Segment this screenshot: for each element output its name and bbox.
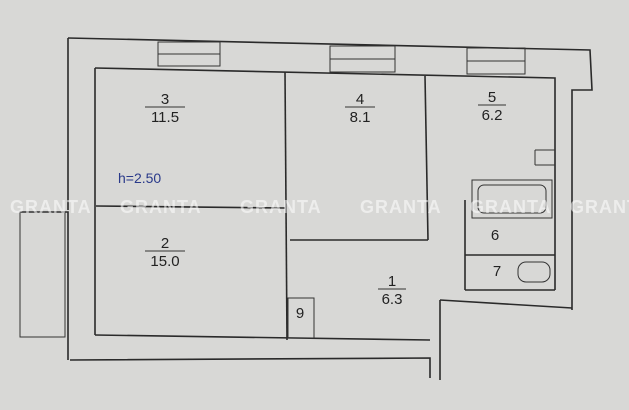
svg-text:6.3: 6.3: [382, 291, 403, 308]
svg-text:GRANTA: GRANTA: [570, 197, 629, 217]
svg-text:GRANTA: GRANTA: [360, 197, 442, 217]
room-7-label: 7: [493, 263, 501, 280]
svg-text:15.0: 15.0: [150, 253, 179, 270]
svg-text:GRANTA: GRANTA: [470, 197, 552, 217]
svg-text:8.1: 8.1: [350, 109, 371, 126]
svg-text:11.5: 11.5: [151, 109, 179, 126]
svg-text:1: 1: [388, 273, 396, 290]
room-9-label: 9: [296, 305, 304, 322]
svg-text:4: 4: [356, 91, 364, 108]
room-1-label: 1 6.3: [378, 273, 406, 308]
svg-text:3: 3: [161, 91, 169, 108]
room-5-label: 5 6.2: [478, 89, 506, 124]
room-2-label: 2 15.0: [145, 235, 185, 270]
watermark: GRANTA GRANTA GRANTA GRANTA GRANTA GRANT…: [10, 197, 629, 217]
interior-walls: [95, 71, 555, 341]
svg-text:5: 5: [488, 89, 496, 106]
svg-text:GRANTA: GRANTA: [120, 197, 202, 217]
outer-walls: [19, 37, 593, 380]
windows: [157, 41, 526, 75]
room-3-label: 3 11.5: [145, 91, 185, 126]
svg-text:2: 2: [161, 235, 169, 252]
svg-text:GRANTA: GRANTA: [10, 197, 92, 217]
svg-text:6.2: 6.2: [482, 107, 503, 124]
room-4-label: 4 8.1: [345, 91, 375, 126]
ceiling-height: h=2.50: [118, 170, 161, 186]
room-6-label: 6: [491, 227, 499, 244]
svg-text:GRANTA: GRANTA: [240, 197, 322, 217]
